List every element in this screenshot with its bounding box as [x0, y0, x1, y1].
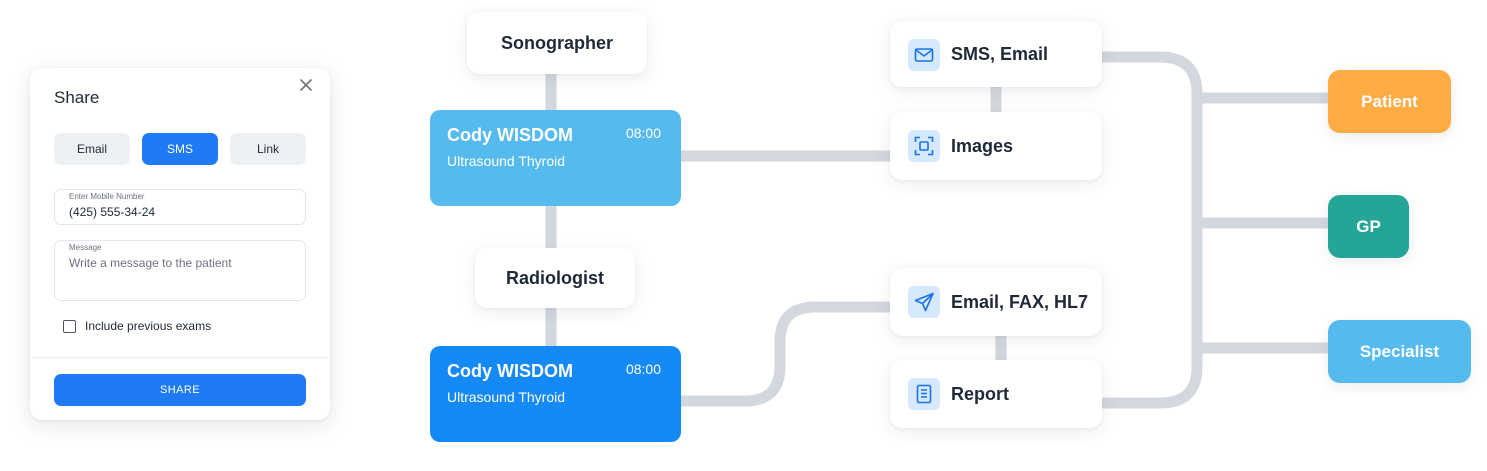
channel-label: SMS, Email	[951, 43, 1049, 64]
tab-sms[interactable]: SMS	[142, 133, 218, 165]
channel-sms-email: SMS, Email	[890, 21, 1102, 87]
recipient-gp: GP	[1328, 195, 1409, 258]
message-field[interactable]: Message Write a message to the patient	[54, 240, 306, 301]
include-previous-exams-row[interactable]: Include previous exams	[63, 318, 211, 334]
close-icon[interactable]	[298, 77, 314, 93]
image-frame-icon	[908, 130, 940, 162]
channel-report: Report	[890, 360, 1102, 428]
exam-patient-name: Cody WISDOM	[447, 125, 573, 145]
exam-time: 08:00	[625, 125, 661, 141]
recipient-specialist: Specialist	[1328, 320, 1471, 383]
message-label: Message	[69, 243, 102, 252]
share-button[interactable]: SHARE	[54, 374, 306, 406]
channel-label: Email, FAX, HL7	[951, 291, 1089, 312]
exam-type: Ultrasound Thyroid	[447, 389, 566, 405]
exam-type: Ultrasound Thyroid	[447, 153, 566, 169]
document-icon	[908, 378, 940, 410]
mobile-number-field[interactable]: Enter Mobile Number (425) 555-34-24	[54, 189, 306, 225]
paper-plane-icon	[908, 286, 940, 318]
channel-label: Images	[951, 135, 1014, 156]
mail-icon	[908, 39, 940, 71]
dialog-divider	[30, 357, 330, 358]
mobile-number-value[interactable]: (425) 555-34-24	[69, 205, 156, 219]
tab-email[interactable]: Email	[54, 133, 130, 165]
share-title: Share	[54, 88, 100, 107]
recipient-patient: Patient	[1328, 70, 1451, 133]
radiologist-node: Radiologist	[475, 248, 635, 308]
exam-patient-name: Cody WISDOM	[447, 361, 573, 381]
share-dialog: Share Email SMS Link Enter Mobile Number…	[30, 68, 330, 420]
connector-channels-bus	[1100, 51, 1203, 409]
channel-email-fax-hl7: Email, FAX, HL7	[890, 268, 1102, 336]
exam-card-radiologist[interactable]: Cody WISDOM 08:00 Ultrasound Thyroid	[430, 346, 681, 442]
share-tabs: Email SMS Link	[54, 133, 306, 165]
channel-label: Report	[951, 383, 1009, 404]
include-previous-exams-checkbox[interactable]	[63, 319, 76, 333]
tab-link[interactable]: Link	[230, 133, 306, 165]
sonographer-node: Sonographer	[467, 12, 647, 74]
exam-card-sonographer[interactable]: Cody WISDOM 08:00 Ultrasound Thyroid	[430, 110, 681, 206]
message-placeholder[interactable]: Write a message to the patient	[69, 256, 232, 270]
channel-images: Images	[890, 112, 1102, 180]
connector-exam2-fax	[679, 301, 893, 407]
include-previous-exams-label: Include previous exams	[85, 319, 212, 333]
mobile-number-label: Enter Mobile Number	[69, 192, 145, 201]
exam-time: 08:00	[625, 361, 661, 377]
